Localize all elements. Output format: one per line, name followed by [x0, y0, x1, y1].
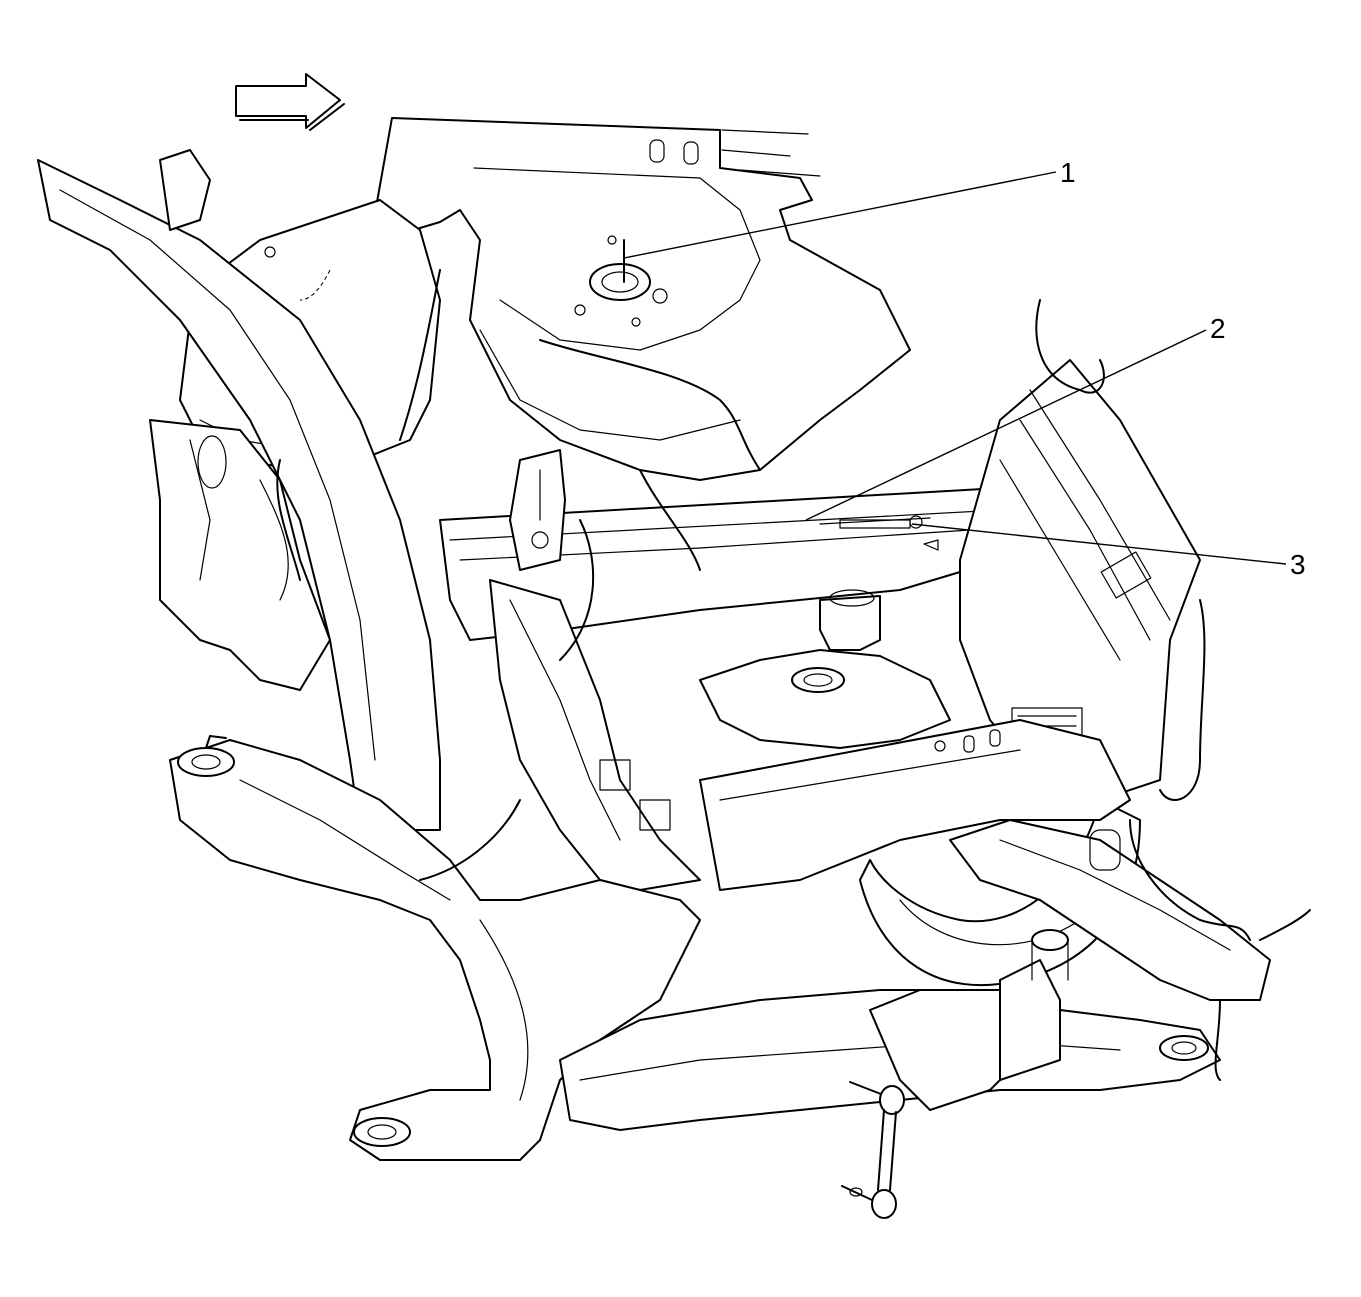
center-bracket-assembly: [489, 449, 701, 891]
engine-cradle: [169, 735, 701, 1161]
right-strut-mount: [699, 589, 951, 749]
wiring-harness: [276, 269, 1311, 1081]
leader-line-3: [911, 523, 1287, 565]
stabilizer-link: [841, 1081, 905, 1219]
direction-arrow-icon: [235, 73, 345, 131]
right-radiator-assembly: [959, 359, 1201, 813]
leader-line-1: [623, 171, 1057, 259]
right-frame-rail: [699, 719, 1131, 891]
callout-2: 2: [1210, 313, 1226, 344]
callout-leaders: [623, 171, 1287, 565]
callouts: 1 2 3: [1060, 157, 1306, 580]
strut-tower: [371, 117, 911, 481]
leader-line-2: [805, 329, 1207, 521]
right-subframe-arm: [949, 819, 1271, 1001]
rear-crossmember: [559, 929, 1221, 1131]
callout-1: 1: [1060, 157, 1076, 188]
callout-3: 3: [1290, 549, 1306, 580]
